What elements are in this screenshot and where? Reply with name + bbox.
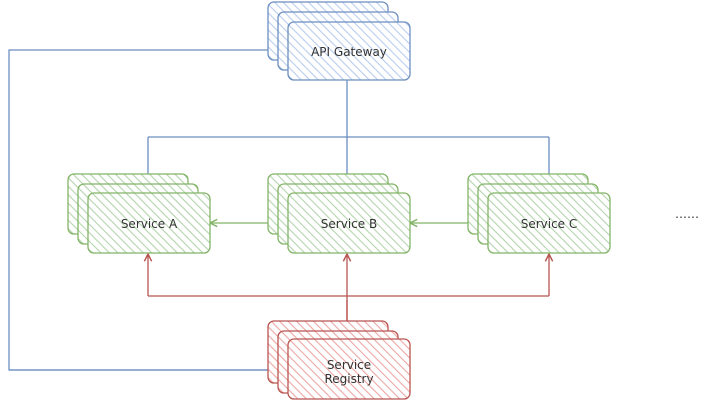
- gateway-connectors: [8, 50, 549, 370]
- more-services-ellipsis: ……: [675, 207, 699, 221]
- registry-connectors: [148, 254, 549, 340]
- service-b-node[interactable]: Service B: [267, 173, 411, 254]
- service-registry-label-line1: Service: [327, 358, 371, 372]
- service-registry-node[interactable]: Service Registry: [267, 320, 411, 400]
- service-b-label: Service B: [321, 217, 377, 231]
- service-a-label: Service A: [121, 217, 178, 231]
- api-gateway-node[interactable]: API Gateway: [267, 1, 411, 81]
- service-c-node[interactable]: Service C: [467, 173, 611, 254]
- service-c-label: Service C: [521, 217, 578, 231]
- service-registry-label-line2: Registry: [324, 372, 373, 386]
- service-a-node[interactable]: Service A: [67, 173, 211, 254]
- api-gateway-label: API Gateway: [311, 45, 387, 59]
